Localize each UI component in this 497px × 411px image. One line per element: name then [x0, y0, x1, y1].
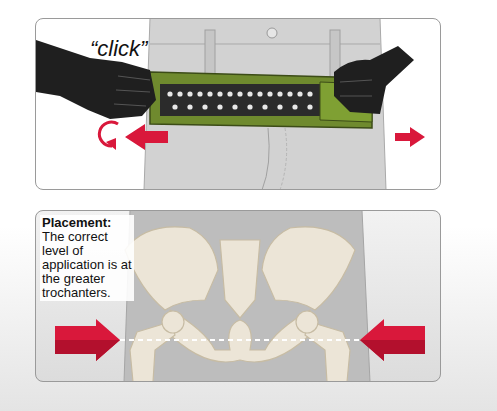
compression-arrow	[360, 319, 425, 361]
heading: Placement:	[42, 216, 132, 230]
right-glove	[334, 46, 414, 114]
pull-arrow	[125, 124, 168, 150]
belt-fitting-illustration	[36, 18, 425, 190]
text-block: Placement:The correct level of applicati…	[40, 215, 134, 301]
note-text: The correct level of application is at t…	[42, 230, 132, 300]
belt-holes	[167, 91, 312, 109]
placement-panel: Placement:The correct level of applicati…	[35, 210, 441, 382]
trousers	[124, 210, 370, 382]
trochanter-level-line	[120, 339, 360, 341]
panel-ground	[35, 18, 441, 190]
belt-inner-strip	[160, 84, 320, 116]
panel-ground	[35, 210, 441, 382]
sound-label: “click”	[90, 36, 147, 62]
text-block: “click”	[88, 35, 149, 63]
pelvis-bones	[125, 227, 355, 382]
compression-arrow	[55, 319, 120, 361]
pull-arrow	[395, 127, 425, 147]
illustration-panel: “click”	[35, 18, 441, 190]
